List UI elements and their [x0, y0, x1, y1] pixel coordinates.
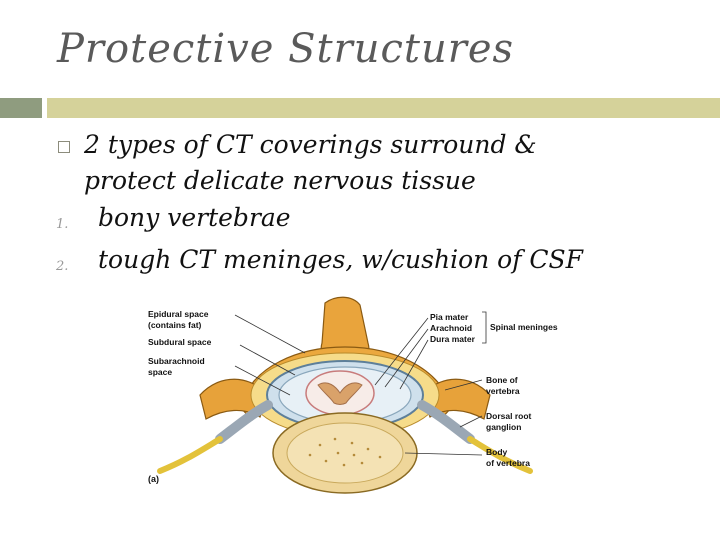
- slide-title: Protective Structures: [57, 26, 515, 72]
- spinal-nerve-left: [215, 400, 273, 444]
- square-bullet-icon: [58, 141, 70, 153]
- label-epidural-space: Epidural space: [148, 309, 209, 319]
- label-dura-mater: Dura mater: [430, 334, 476, 344]
- label-space: space: [148, 367, 172, 377]
- gray-matter: [317, 382, 363, 405]
- label-vertebra: vertebra: [486, 386, 520, 396]
- label-spinal-meninges: Spinal meninges: [490, 322, 558, 332]
- label-bone-of: Bone of: [486, 375, 518, 385]
- label-body: Body: [486, 447, 508, 457]
- panel-label: (a): [148, 474, 159, 484]
- label-subarachnoid: Subarachnoid: [148, 356, 205, 366]
- bullet-line-2: protect delicate nervous tissue: [84, 166, 476, 195]
- list-number-1: 1.: [56, 217, 69, 232]
- spinal-cord-meninges-illustration: Epidural space (contains fat) Subdural s…: [148, 296, 558, 494]
- bullet-line-1: 2 types of CT coverings surround &: [84, 130, 537, 159]
- accent-bar-right: [47, 98, 720, 118]
- label-arachnoid: Arachnoid: [430, 323, 472, 333]
- list-number-2: 2.: [56, 259, 69, 274]
- label-subdural-space: Subdural space: [148, 337, 212, 347]
- label-pia-mater: Pia mater: [430, 312, 469, 322]
- accent-bar-left: [0, 98, 42, 118]
- label-dorsal-root: Dorsal root: [486, 411, 532, 421]
- list-item-1: bony vertebrae: [98, 203, 291, 232]
- label-contains-fat: (contains fat): [148, 320, 202, 330]
- label-ganglion: ganglion: [486, 422, 521, 432]
- label-of-vertebra: of vertebra: [486, 458, 530, 468]
- list-item-2: tough CT meninges, w/cushion of CSF: [98, 245, 584, 274]
- spinal-nerve-right: [417, 400, 475, 444]
